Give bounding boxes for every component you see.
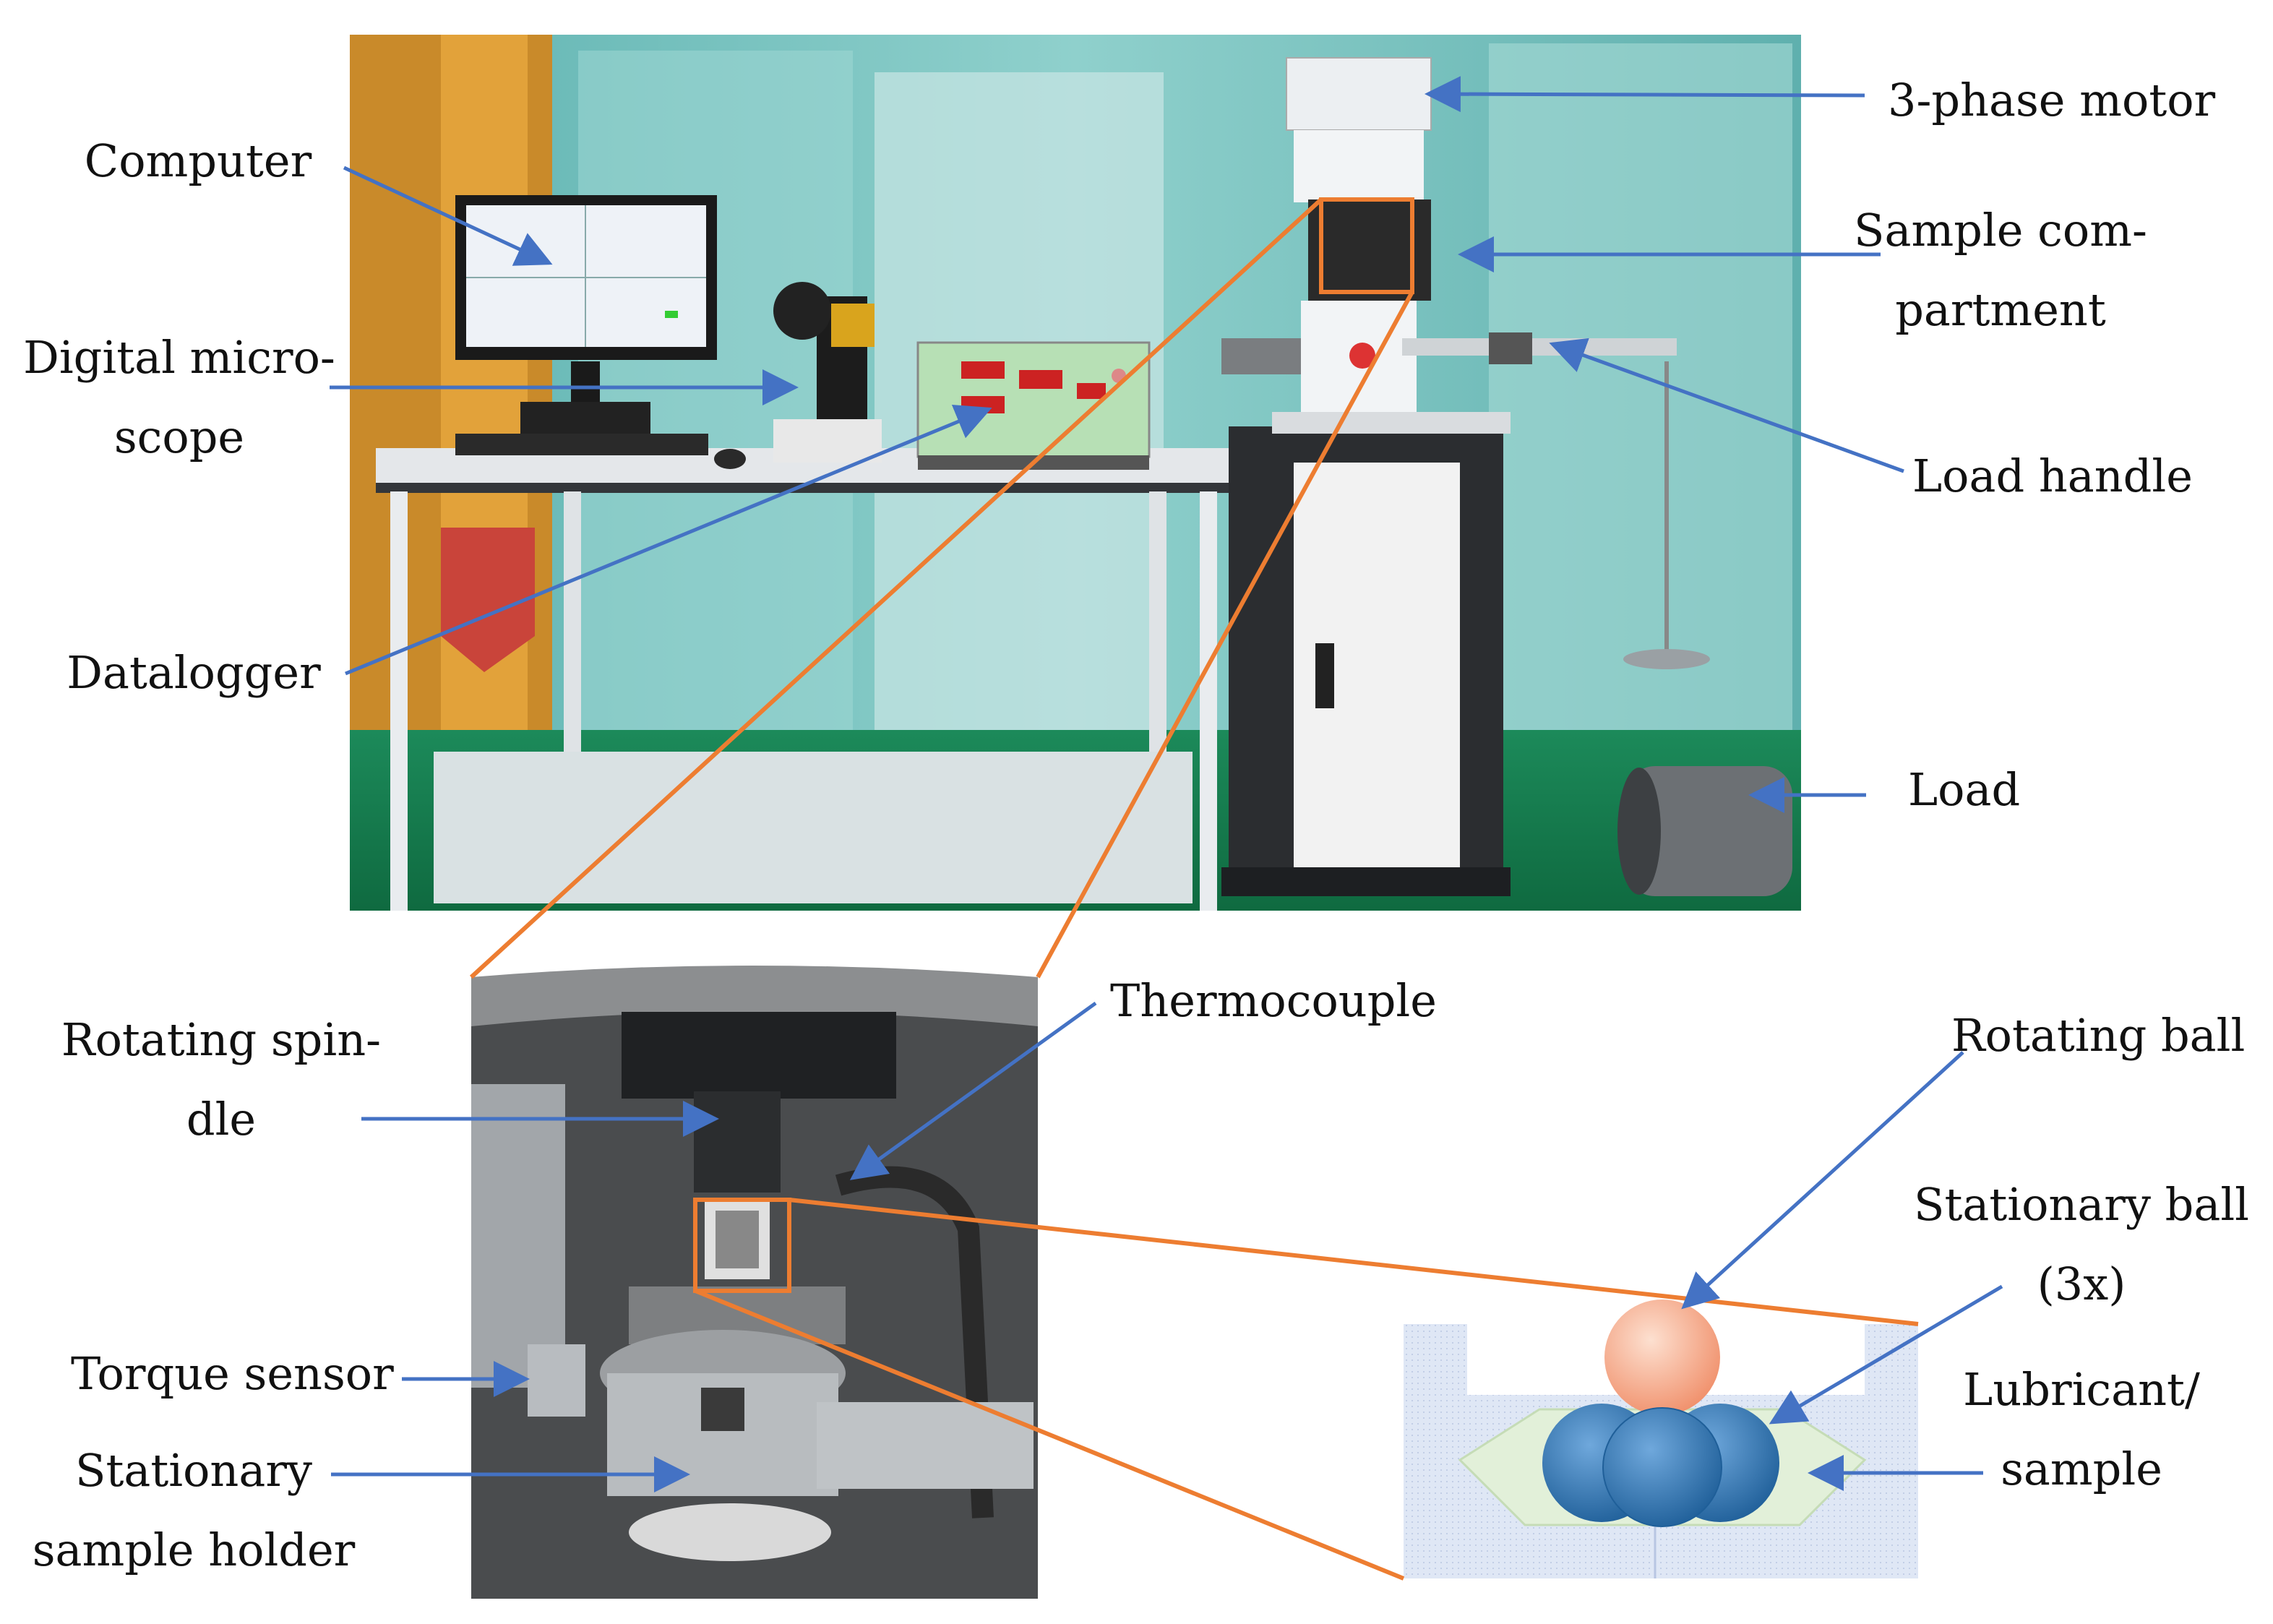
arrow-datalogger	[345, 404, 992, 676]
arrow-stationary-ball	[1769, 1284, 2003, 1425]
zoom-box-balls	[693, 1198, 791, 1293]
inset-photo	[471, 966, 1038, 1599]
zoom-lines	[469, 197, 1919, 1581]
label-computer: Computer	[84, 134, 312, 187]
callout-arrows	[330, 76, 2003, 1492]
arrow-rotating-ball	[1681, 1051, 1964, 1310]
label-motor: 3-phase motor	[1888, 74, 2216, 126]
label-thermocouple: Thermocouple	[1110, 974, 1437, 1027]
label-rotating-ball: Rotating ball	[1951, 1009, 2246, 1062]
label-digital-microscope: Digital micro- scope	[23, 331, 335, 463]
zoom-box-compartment	[1319, 197, 1414, 294]
label-sample-compartment: Sample com- partment	[1854, 204, 2147, 336]
label-load: Load	[1908, 763, 2021, 816]
label-load-handle: Load handle	[1912, 450, 2193, 502]
arrow-thermocouple	[849, 1001, 1097, 1180]
arrow-load-handle	[1549, 338, 1904, 473]
lab-photo	[350, 35, 1801, 911]
label-torque-sensor: Torque sensor	[71, 1347, 394, 1400]
label-lubricant: Lubricant/ sample	[1963, 1363, 2200, 1495]
label-datalogger: Datalogger	[66, 646, 321, 699]
label-rotating-spindle: Rotating spin- dle	[61, 1013, 382, 1146]
label-stationary-sample-holder: Stationary sample holder	[32, 1444, 356, 1576]
stationary-ball-center	[1602, 1407, 1722, 1527]
rotating-ball-shape	[1604, 1299, 1720, 1415]
arrow-motor	[1425, 76, 1865, 113]
four-ball-schematic	[1404, 1299, 1918, 1578]
arrow-computer	[343, 166, 553, 266]
label-stationary-ball: Stationary ball (3x)	[1913, 1178, 2250, 1310]
